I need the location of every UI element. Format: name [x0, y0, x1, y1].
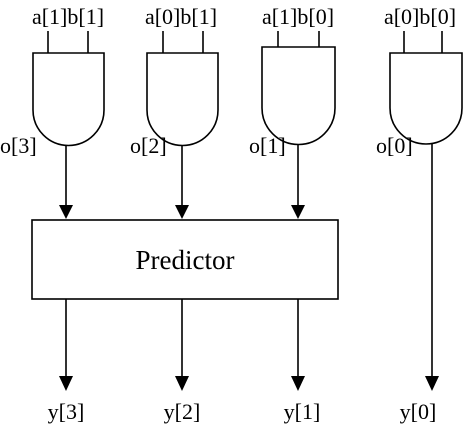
gate-input-label-3: a[1]b[1] — [32, 4, 104, 29]
output-label-y1: y[1] — [284, 399, 321, 424]
predictor-output-y1 — [291, 299, 305, 391]
arrowhead-o1 — [291, 205, 305, 219]
gate-output-label-2: o[2] — [130, 133, 167, 158]
predictor-block: Predictor — [31, 219, 339, 300]
gate-input-label-0: a[0]b[0] — [384, 4, 456, 29]
and-gate-3: a[1]b[1] o[3] — [0, 4, 105, 219]
arrowhead-o3 — [59, 205, 73, 219]
predictor-output-y3 — [59, 299, 73, 391]
and-gate-body-3 — [32, 52, 105, 147]
output-label-y3: y[3] — [48, 399, 85, 424]
gate-output-label-3: o[3] — [0, 133, 37, 158]
arrowhead-y3 — [59, 376, 73, 391]
and-gate-2: a[0]b[1] o[2] — [130, 4, 219, 219]
gate-output-label-1: o[1] — [249, 133, 286, 158]
predictor-label: Predictor — [136, 245, 235, 275]
gate-input-label-2: a[0]b[1] — [145, 4, 217, 29]
output-label-y0: y[0] — [400, 399, 437, 424]
arrowhead-y2 — [175, 376, 189, 391]
output-label-y2: y[2] — [164, 399, 201, 424]
and-gate-body-0 — [389, 52, 463, 145]
arrowhead-o2 — [175, 205, 189, 219]
gate-input-label-1: a[1]b[0] — [262, 4, 334, 29]
and-gate-0: a[0]b[0] o[0] — [376, 4, 463, 391]
gate-output-label-0: o[0] — [376, 133, 413, 158]
arrowhead-y0 — [425, 376, 439, 391]
and-gate-body-2 — [146, 52, 219, 147]
and-gate-body-1 — [261, 46, 336, 146]
predictor-box — [31, 219, 339, 300]
and-gate-1: a[1]b[0] o[1] — [249, 4, 336, 219]
predictor-output-y2 — [175, 299, 189, 391]
arrowhead-y1 — [291, 376, 305, 391]
